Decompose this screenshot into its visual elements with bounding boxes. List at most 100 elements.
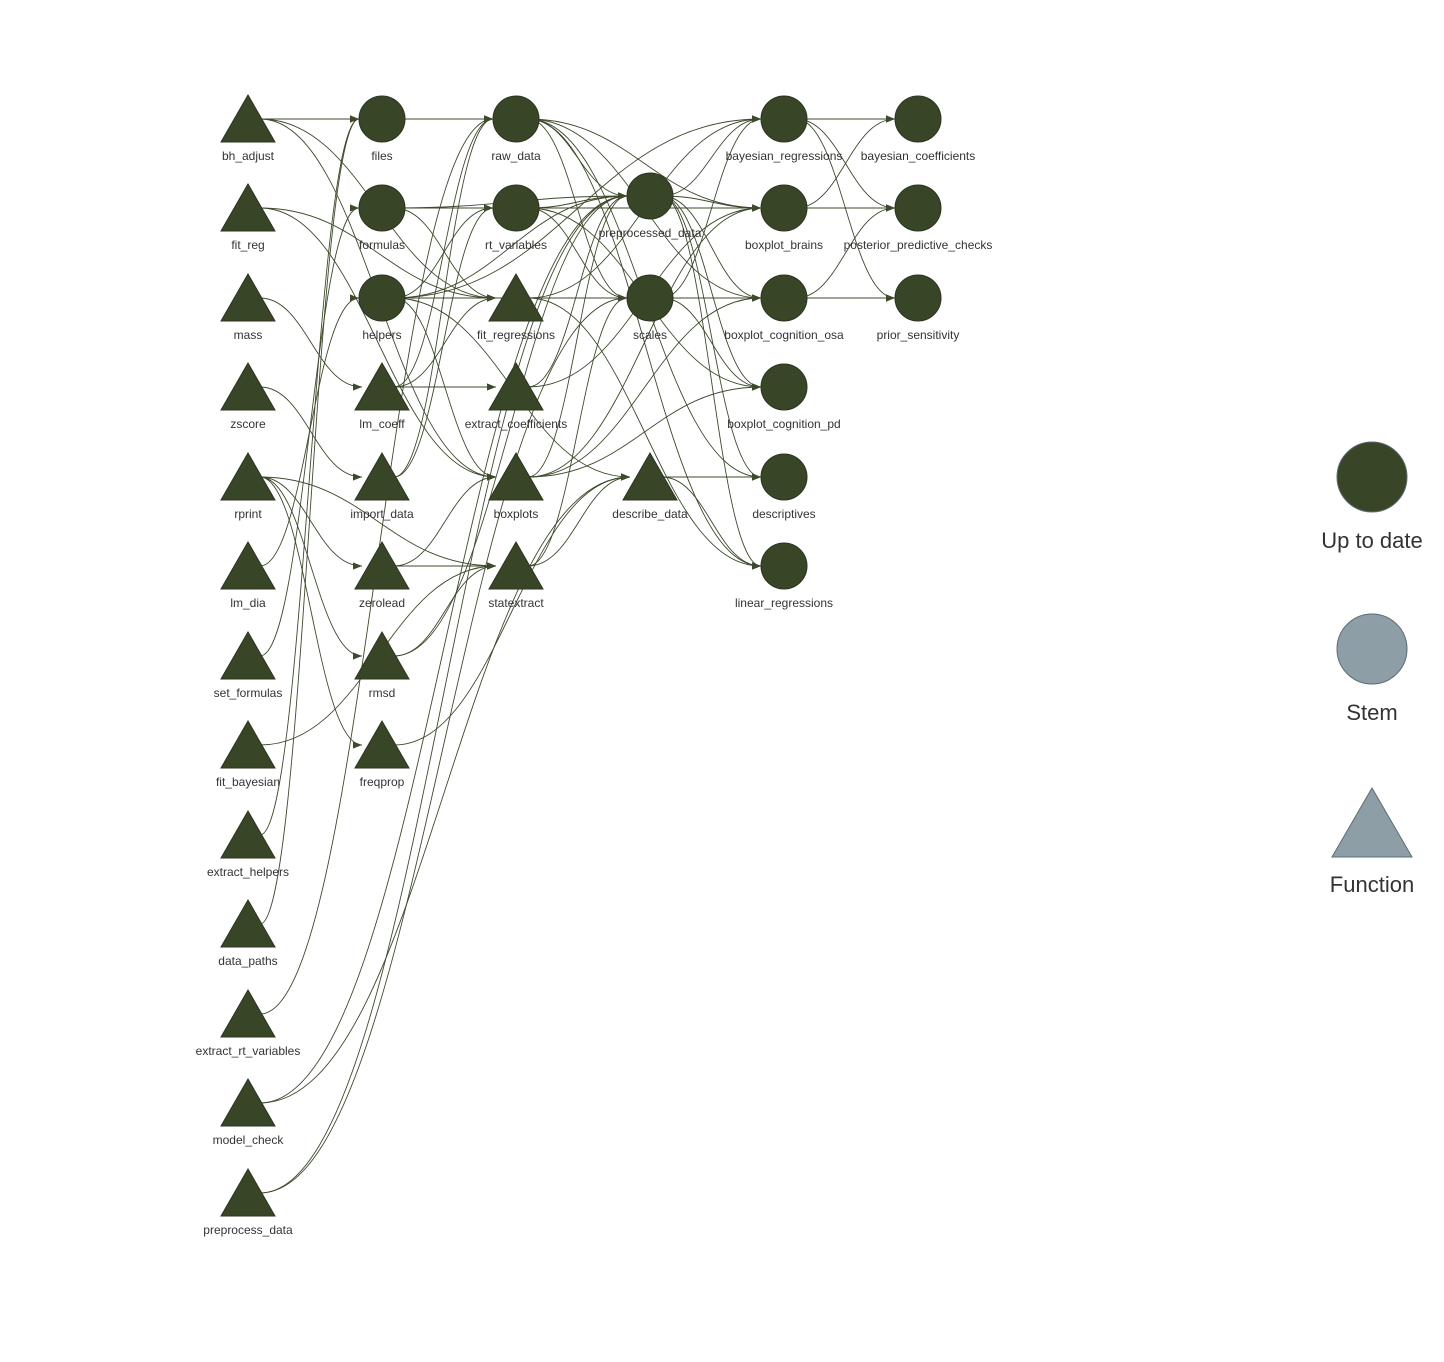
node-label: bayesian_regressions xyxy=(726,149,843,163)
node-label: prior_sensitivity xyxy=(877,328,960,342)
edge-statextract-to-describe_data xyxy=(527,473,631,567)
node-label: bh_adjust xyxy=(222,149,275,163)
node-extract_coefficients[interactable]: extract_coefficients xyxy=(465,361,568,431)
node-fit_regressions[interactable]: fit_regressions xyxy=(477,272,555,342)
node-formulas[interactable]: formulas xyxy=(358,184,406,252)
circle-icon xyxy=(358,95,406,143)
node-label: extract_rt_variables xyxy=(196,1044,301,1058)
node-boxplots[interactable]: boxplots xyxy=(488,451,544,521)
triangle-icon xyxy=(354,630,410,680)
edge-rt_variables-to-preprocessed_data xyxy=(527,192,628,209)
node-fit_bayesian[interactable]: fit_bayesian xyxy=(216,719,280,789)
node-fit_reg[interactable]: fit_reg xyxy=(220,182,276,252)
node-label: boxplot_brains xyxy=(745,238,823,252)
node-boxplot_cognition_osa[interactable]: boxplot_cognition_osa xyxy=(724,274,844,342)
triangle-icon xyxy=(220,630,276,680)
edge-raw_data-to-boxplot_brains xyxy=(527,118,762,212)
triangle-icon xyxy=(488,272,544,322)
node-label: describe_data xyxy=(612,507,688,521)
node-linear_regressions[interactable]: linear_regressions xyxy=(735,542,833,610)
node-label: files xyxy=(371,149,392,163)
edge-model_check-to-preprocessed_data xyxy=(259,192,628,1104)
node-zerolead[interactable]: zerolead xyxy=(354,540,410,610)
node-set_formulas[interactable]: set_formulas xyxy=(214,630,283,700)
triangle-icon xyxy=(220,898,276,948)
node-boxplot_brains[interactable]: boxplot_brains xyxy=(745,184,823,252)
node-raw_data[interactable]: raw_data xyxy=(491,95,541,163)
node-rt_variables[interactable]: rt_variables xyxy=(485,184,547,252)
triangle-icon xyxy=(354,540,410,590)
node-label: zscore xyxy=(230,417,266,431)
node-label: mass xyxy=(234,328,263,342)
node-label: posterior_predictive_checks xyxy=(844,238,993,252)
node-label: lm_dia xyxy=(230,596,266,610)
node-lm_dia[interactable]: lm_dia xyxy=(220,540,276,610)
node-zscore[interactable]: zscore xyxy=(220,361,276,431)
edge-rt_variables-to-scales xyxy=(527,207,628,302)
edge-lm_coeff-to-fit_regressions xyxy=(393,294,497,388)
edge-extract_coefficients-to-preprocessed_data xyxy=(527,192,628,388)
node-mass[interactable]: mass xyxy=(220,272,276,342)
edge-scales-to-boxplot_cognition_pd xyxy=(661,297,762,391)
circle-icon xyxy=(492,184,540,232)
node-data_paths[interactable]: data_paths xyxy=(218,898,278,968)
node-rmsd[interactable]: rmsd xyxy=(354,630,410,700)
node-label: statextract xyxy=(488,596,544,610)
node-freqprop[interactable]: freqprop xyxy=(354,719,410,789)
edge-import_data-to-raw_data xyxy=(393,115,494,478)
node-preprocessed_data[interactable]: preprocessed_data xyxy=(599,172,702,240)
node-bh_adjust[interactable]: bh_adjust xyxy=(220,93,276,163)
edge-preprocessed_data-to-boxplot_cognition_osa xyxy=(661,195,762,302)
node-scales[interactable]: scales xyxy=(626,274,674,342)
legend-item-up-to-date: Up to date xyxy=(1321,441,1423,553)
edges-layer xyxy=(259,115,896,1194)
node-descriptives[interactable]: descriptives xyxy=(752,453,816,521)
node-label: raw_data xyxy=(491,149,541,163)
circle-icon xyxy=(894,95,942,143)
edge-preprocess_data-to-scales xyxy=(259,294,628,1194)
legend-label: Up to date xyxy=(1321,528,1423,553)
edge-boxplots-to-preprocessed_data xyxy=(527,192,628,478)
node-label: extract_coefficients xyxy=(465,417,568,431)
node-label: boxplot_cognition_osa xyxy=(724,328,844,342)
node-statextract[interactable]: statextract xyxy=(488,540,544,610)
edge-boxplots-to-boxplot_cognition_osa xyxy=(527,294,762,478)
node-prior_sensitivity[interactable]: prior_sensitivity xyxy=(877,274,960,342)
triangle-icon xyxy=(220,93,276,143)
edge-rprint-to-freqprop xyxy=(259,476,363,749)
triangle-icon xyxy=(220,1077,276,1127)
legend-item-function: Function xyxy=(1330,787,1414,897)
node-boxplot_cognition_pd[interactable]: boxplot_cognition_pd xyxy=(727,363,841,431)
node-label: formulas xyxy=(359,238,405,252)
triangle-icon xyxy=(220,988,276,1038)
node-files[interactable]: files xyxy=(358,95,406,163)
node-lm_coeff[interactable]: lm_coeff xyxy=(354,361,410,431)
node-bayesian_regressions[interactable]: bayesian_regressions xyxy=(726,95,843,163)
legend-label: Function xyxy=(1330,872,1414,897)
node-preprocess_data[interactable]: preprocess_data xyxy=(203,1167,293,1237)
node-extract_rt_variables[interactable]: extract_rt_variables xyxy=(196,988,301,1058)
edge-model_check-to-describe_data xyxy=(259,473,631,1104)
triangle-icon xyxy=(488,451,544,501)
edge-bayesian_regressions-to-prior_sensitivity xyxy=(795,118,896,302)
legend-circle-icon xyxy=(1336,441,1408,513)
triangle-icon xyxy=(488,361,544,411)
node-label: bayesian_coefficients xyxy=(861,149,976,163)
node-label: set_formulas xyxy=(214,686,283,700)
circle-icon xyxy=(760,453,808,501)
node-rprint[interactable]: rprint xyxy=(220,451,276,521)
edge-data_paths-to-files xyxy=(259,115,360,925)
node-helpers[interactable]: helpers xyxy=(358,274,406,342)
node-model_check[interactable]: model_check xyxy=(213,1077,285,1147)
node-label: linear_regressions xyxy=(735,596,833,610)
triangle-icon xyxy=(354,451,410,501)
edge-rprint-to-zerolead xyxy=(259,476,363,570)
node-extract_helpers[interactable]: extract_helpers xyxy=(207,809,289,879)
edge-boxplots-to-boxplot_cognition_pd xyxy=(527,383,762,478)
node-describe_data[interactable]: describe_data xyxy=(612,451,688,521)
node-posterior_predictive_checks[interactable]: posterior_predictive_checks xyxy=(844,184,993,252)
node-import_data[interactable]: import_data xyxy=(350,451,414,521)
triangle-icon xyxy=(622,451,678,501)
node-bayesian_coefficients[interactable]: bayesian_coefficients xyxy=(861,95,976,163)
